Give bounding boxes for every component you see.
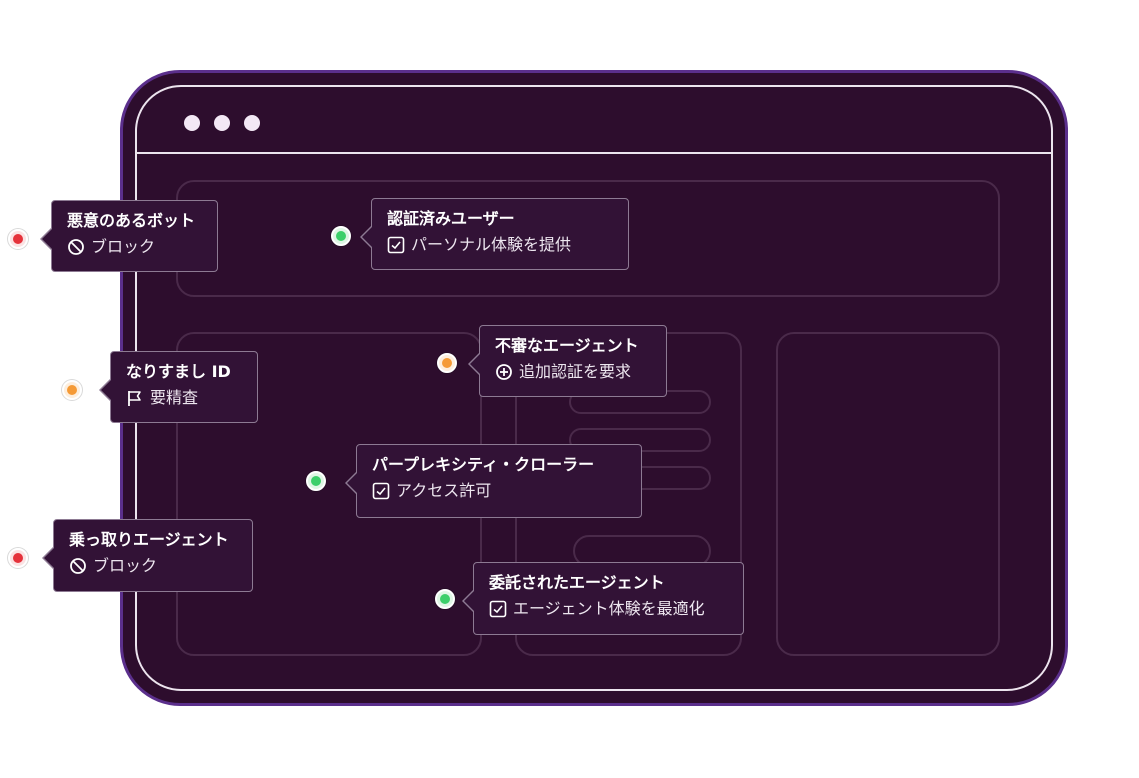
checkbox-icon [372,482,390,500]
window-control-dot-3 [244,115,260,131]
callout-title: 乗っ取りエージェント [69,530,229,549]
callout-title: 不審なエージェント [495,336,639,355]
browser-titlebar-divider [135,152,1053,154]
callout-action: 要精査 [150,388,199,407]
status-dot-orange [437,353,457,373]
status-dot-red [8,548,28,568]
callout-malicious-bot: 悪意のあるボット ブロック [40,200,218,272]
callout-action: ブロック [93,556,158,575]
callout-title: なりすまし ID [126,362,231,381]
callout-title: 委託されたエージェント [489,573,665,592]
window-control-dot-1 [184,115,200,131]
callout-impersonation: なりすまし ID 要精査 [99,351,258,423]
callout-action: アクセス許可 [396,481,492,500]
status-dot-orange [62,380,82,400]
block-icon [70,558,86,574]
callout-action: エージェント体験を最適化 [513,599,705,618]
checkbox-icon [489,600,507,618]
callout-title: 悪意のあるボット [67,211,196,230]
flag-icon [128,391,141,406]
plus-circle-icon [496,364,512,380]
callout-action: 追加認証を要求 [519,362,632,381]
placeholder-right-column [776,332,1000,656]
callout-action: パーソナル体験を提供 [411,235,572,254]
block-icon [68,239,84,255]
callout-verified-user: 認証済みユーザー パーソナル体験を提供 [360,198,629,270]
callout-title: 認証済みユーザー [387,209,515,228]
status-dot-green [331,226,351,246]
callout-delegated-agent: 委託されたエージェント エージェント体験を最適化 [462,562,744,635]
callout-hijacked-agent: 乗っ取りエージェント ブロック [42,519,253,592]
callout-action: ブロック [91,237,156,256]
status-dot-green [435,589,455,609]
status-dot-green [306,471,326,491]
callout-title: パープレキシティ・クローラー [372,455,595,474]
window-control-dot-2 [214,115,230,131]
callout-suspicious-agent: 不審なエージェント 追加認証を要求 [468,325,667,397]
callout-perplexity-crawler: パープレキシティ・クローラー アクセス許可 [345,444,642,518]
status-dot-red [8,229,28,249]
checkbox-icon [387,236,405,254]
